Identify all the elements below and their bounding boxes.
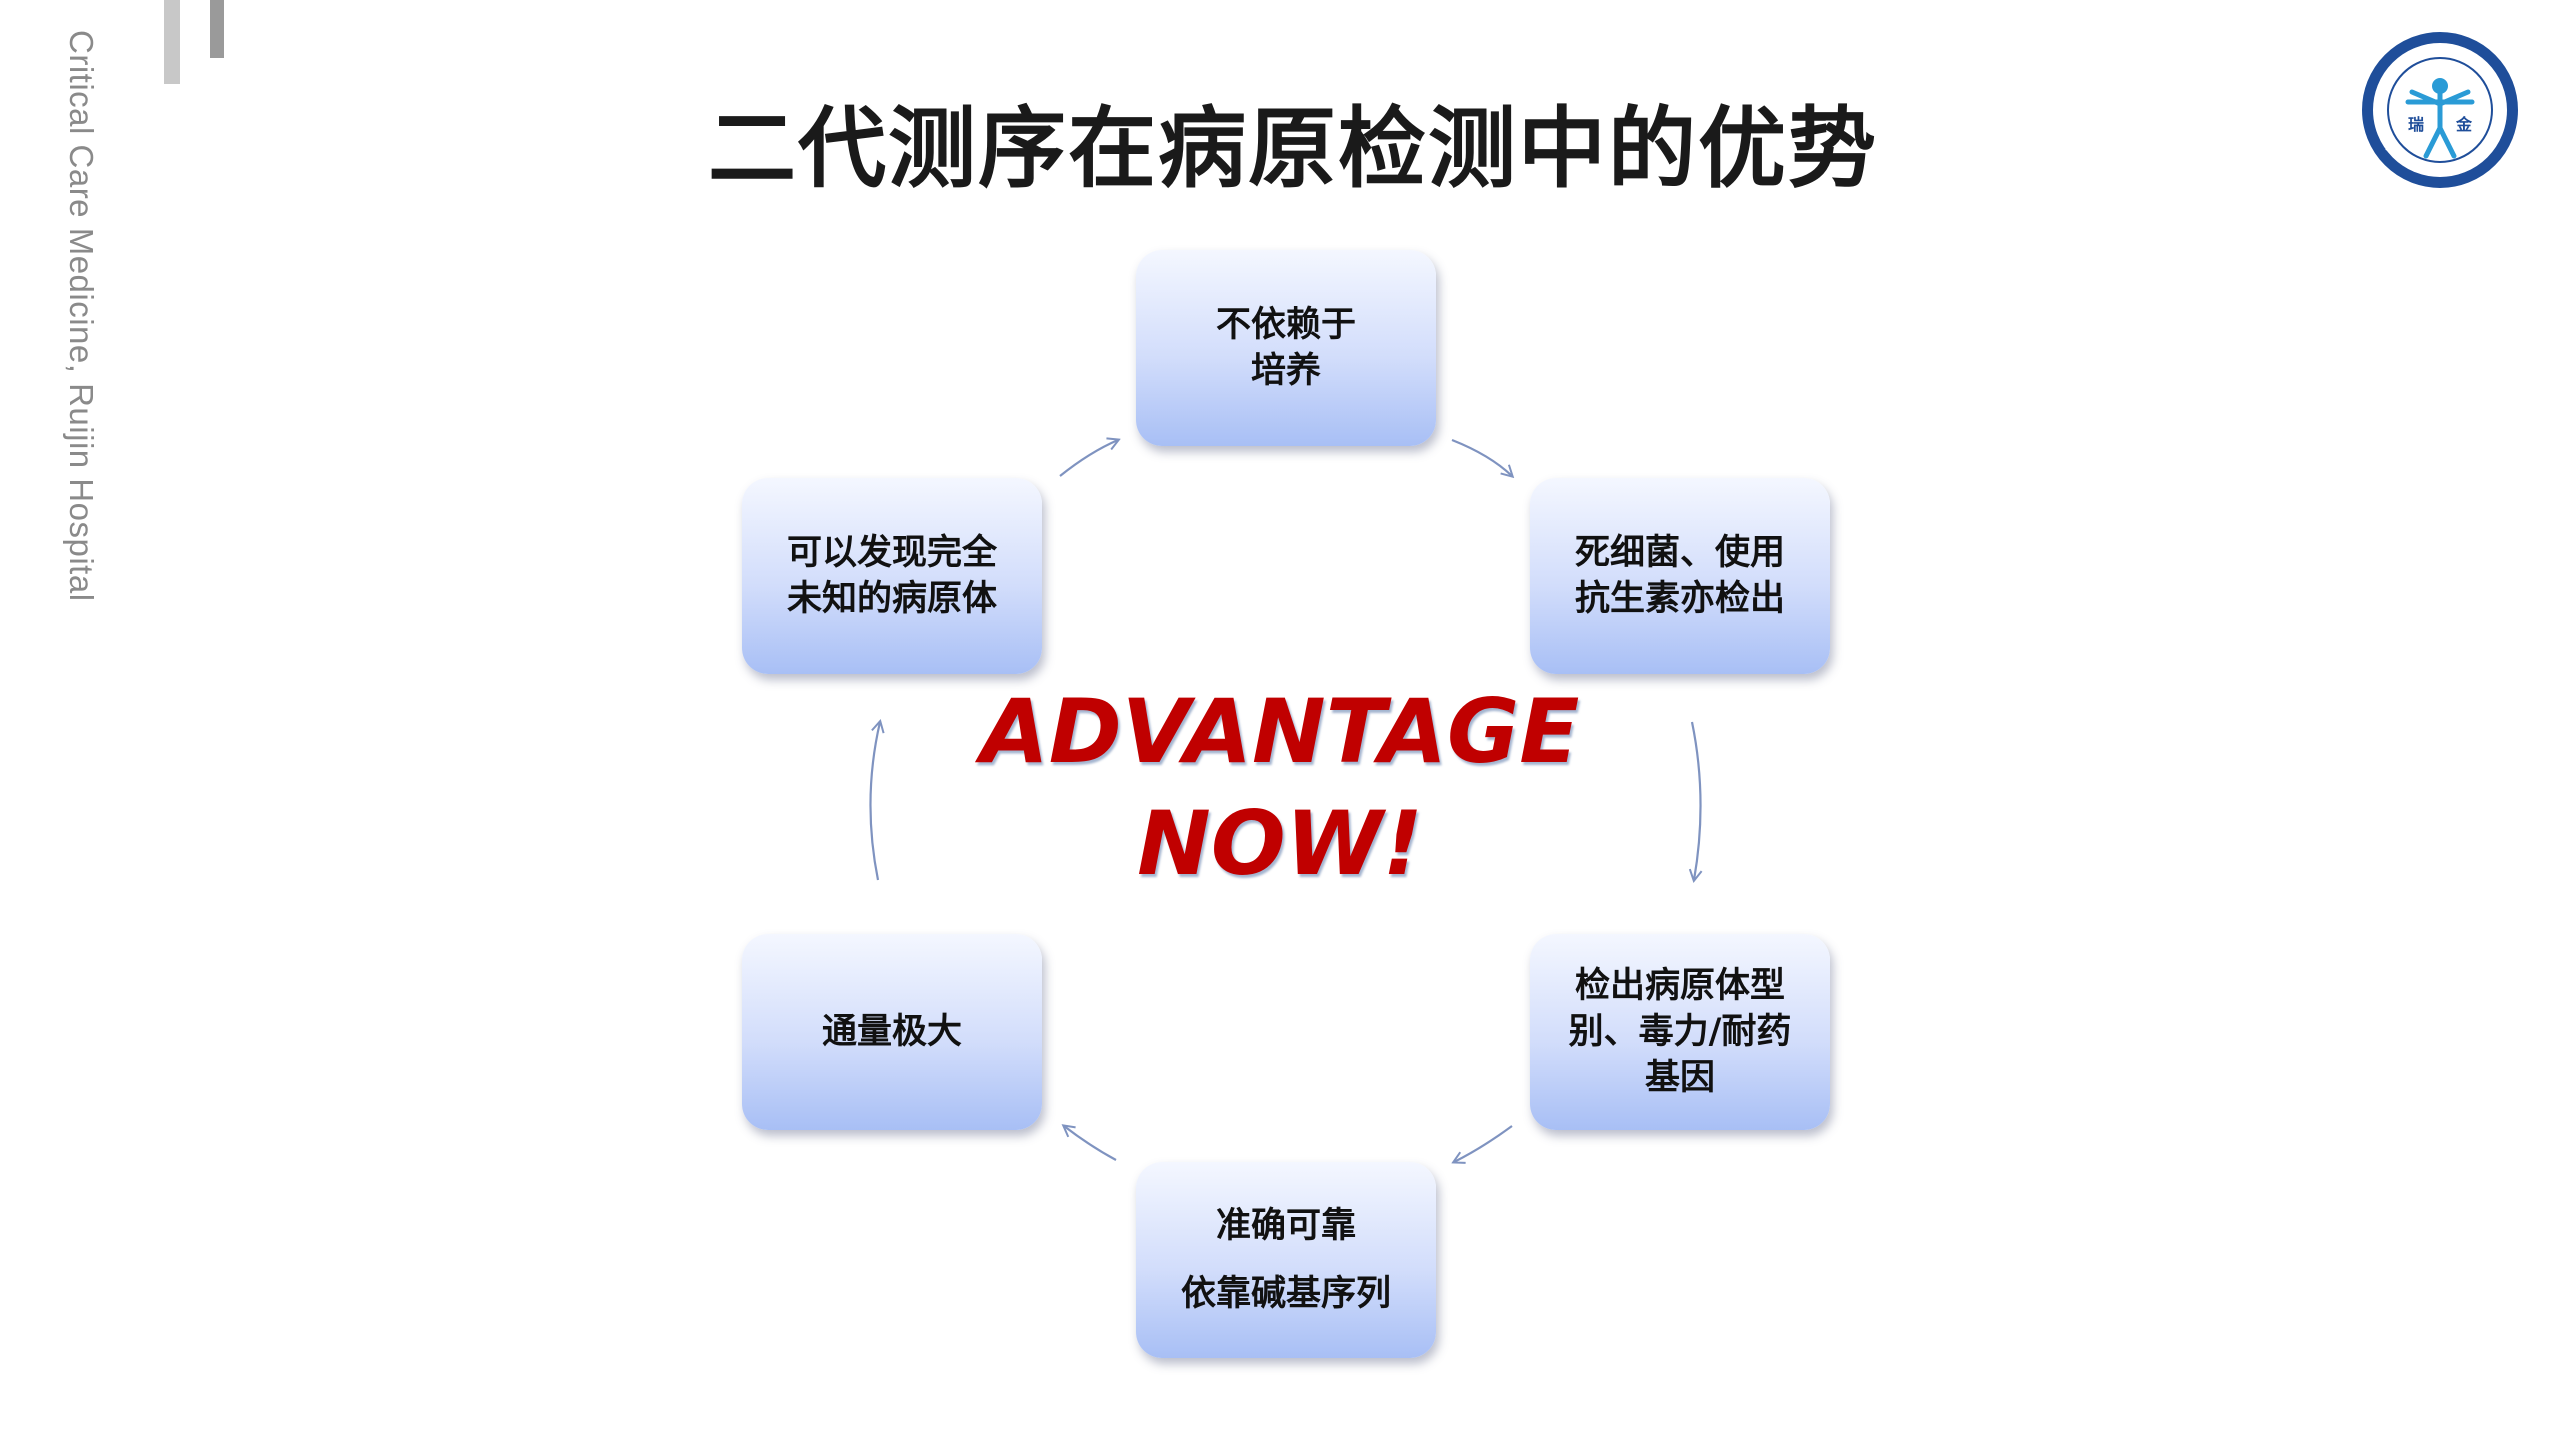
node-lower-right-line2: 别、毒力/耐药 [1568,1012,1792,1052]
hospital-logo: RUIJIN HOSPITAL SHANGHAI JIAOTONG UNIVER… [2362,32,2518,188]
node-bottom: 准确可靠 依靠碱基序列 [1136,1162,1436,1358]
side-label: Critical Care Medicine, Ruijin Hospital [63,30,100,602]
node-upper-left-line2: 未知的病原体 [786,579,997,619]
center-now: NOW! [1137,792,1423,895]
node-bottom-line2: 依靠碱基序列 [1180,1274,1391,1314]
logo-char-right: 金 [2455,115,2473,134]
node-upper-left: 可以发现完全 未知的病原体 [742,478,1042,674]
page-title: 二代测序在病原检测中的优势 [707,97,1878,200]
node-upper-right-line1: 死细菌、使用 [1574,533,1785,573]
node-lower-right: 检出病原体型 别、毒力/耐药 基因 [1530,934,1830,1130]
node-lower-left: 通量极大 [742,934,1042,1130]
arrow-top-to-upper-right [1451,438,1512,476]
decorative-bar-right [210,0,224,58]
decorative-bar-left [164,0,180,84]
node-lower-right-line1: 检出病原体型 [1574,966,1785,1006]
node-top-line1: 不依赖于 [1215,305,1356,345]
node-lower-right-line3: 基因 [1644,1058,1715,1098]
arrow-lower-left-to-upper-left [869,722,880,881]
node-top-line2: 培养 [1250,351,1321,391]
arrow-upper-right-to-lower-right [1692,721,1701,880]
node-upper-right-line2: 抗生素亦检出 [1574,579,1785,619]
center-advantage: ADVANTAGE [980,680,1580,783]
arrow-upper-left-to-top [1059,440,1118,477]
node-upper-left-line1: 可以发现完全 [786,533,997,573]
node-lower-left-line1: 通量极大 [821,1012,962,1052]
node-top: 不依赖于 培养 [1136,250,1436,446]
arrow-bottom-to-lower-left [1064,1126,1117,1161]
logo-char-left: 瑞 [2408,115,2424,134]
node-bottom-line1: 准确可靠 [1215,1206,1356,1246]
arrow-lower-right-to-bottom [1454,1125,1513,1162]
node-upper-right: 死细菌、使用 抗生素亦检出 [1530,478,1830,674]
